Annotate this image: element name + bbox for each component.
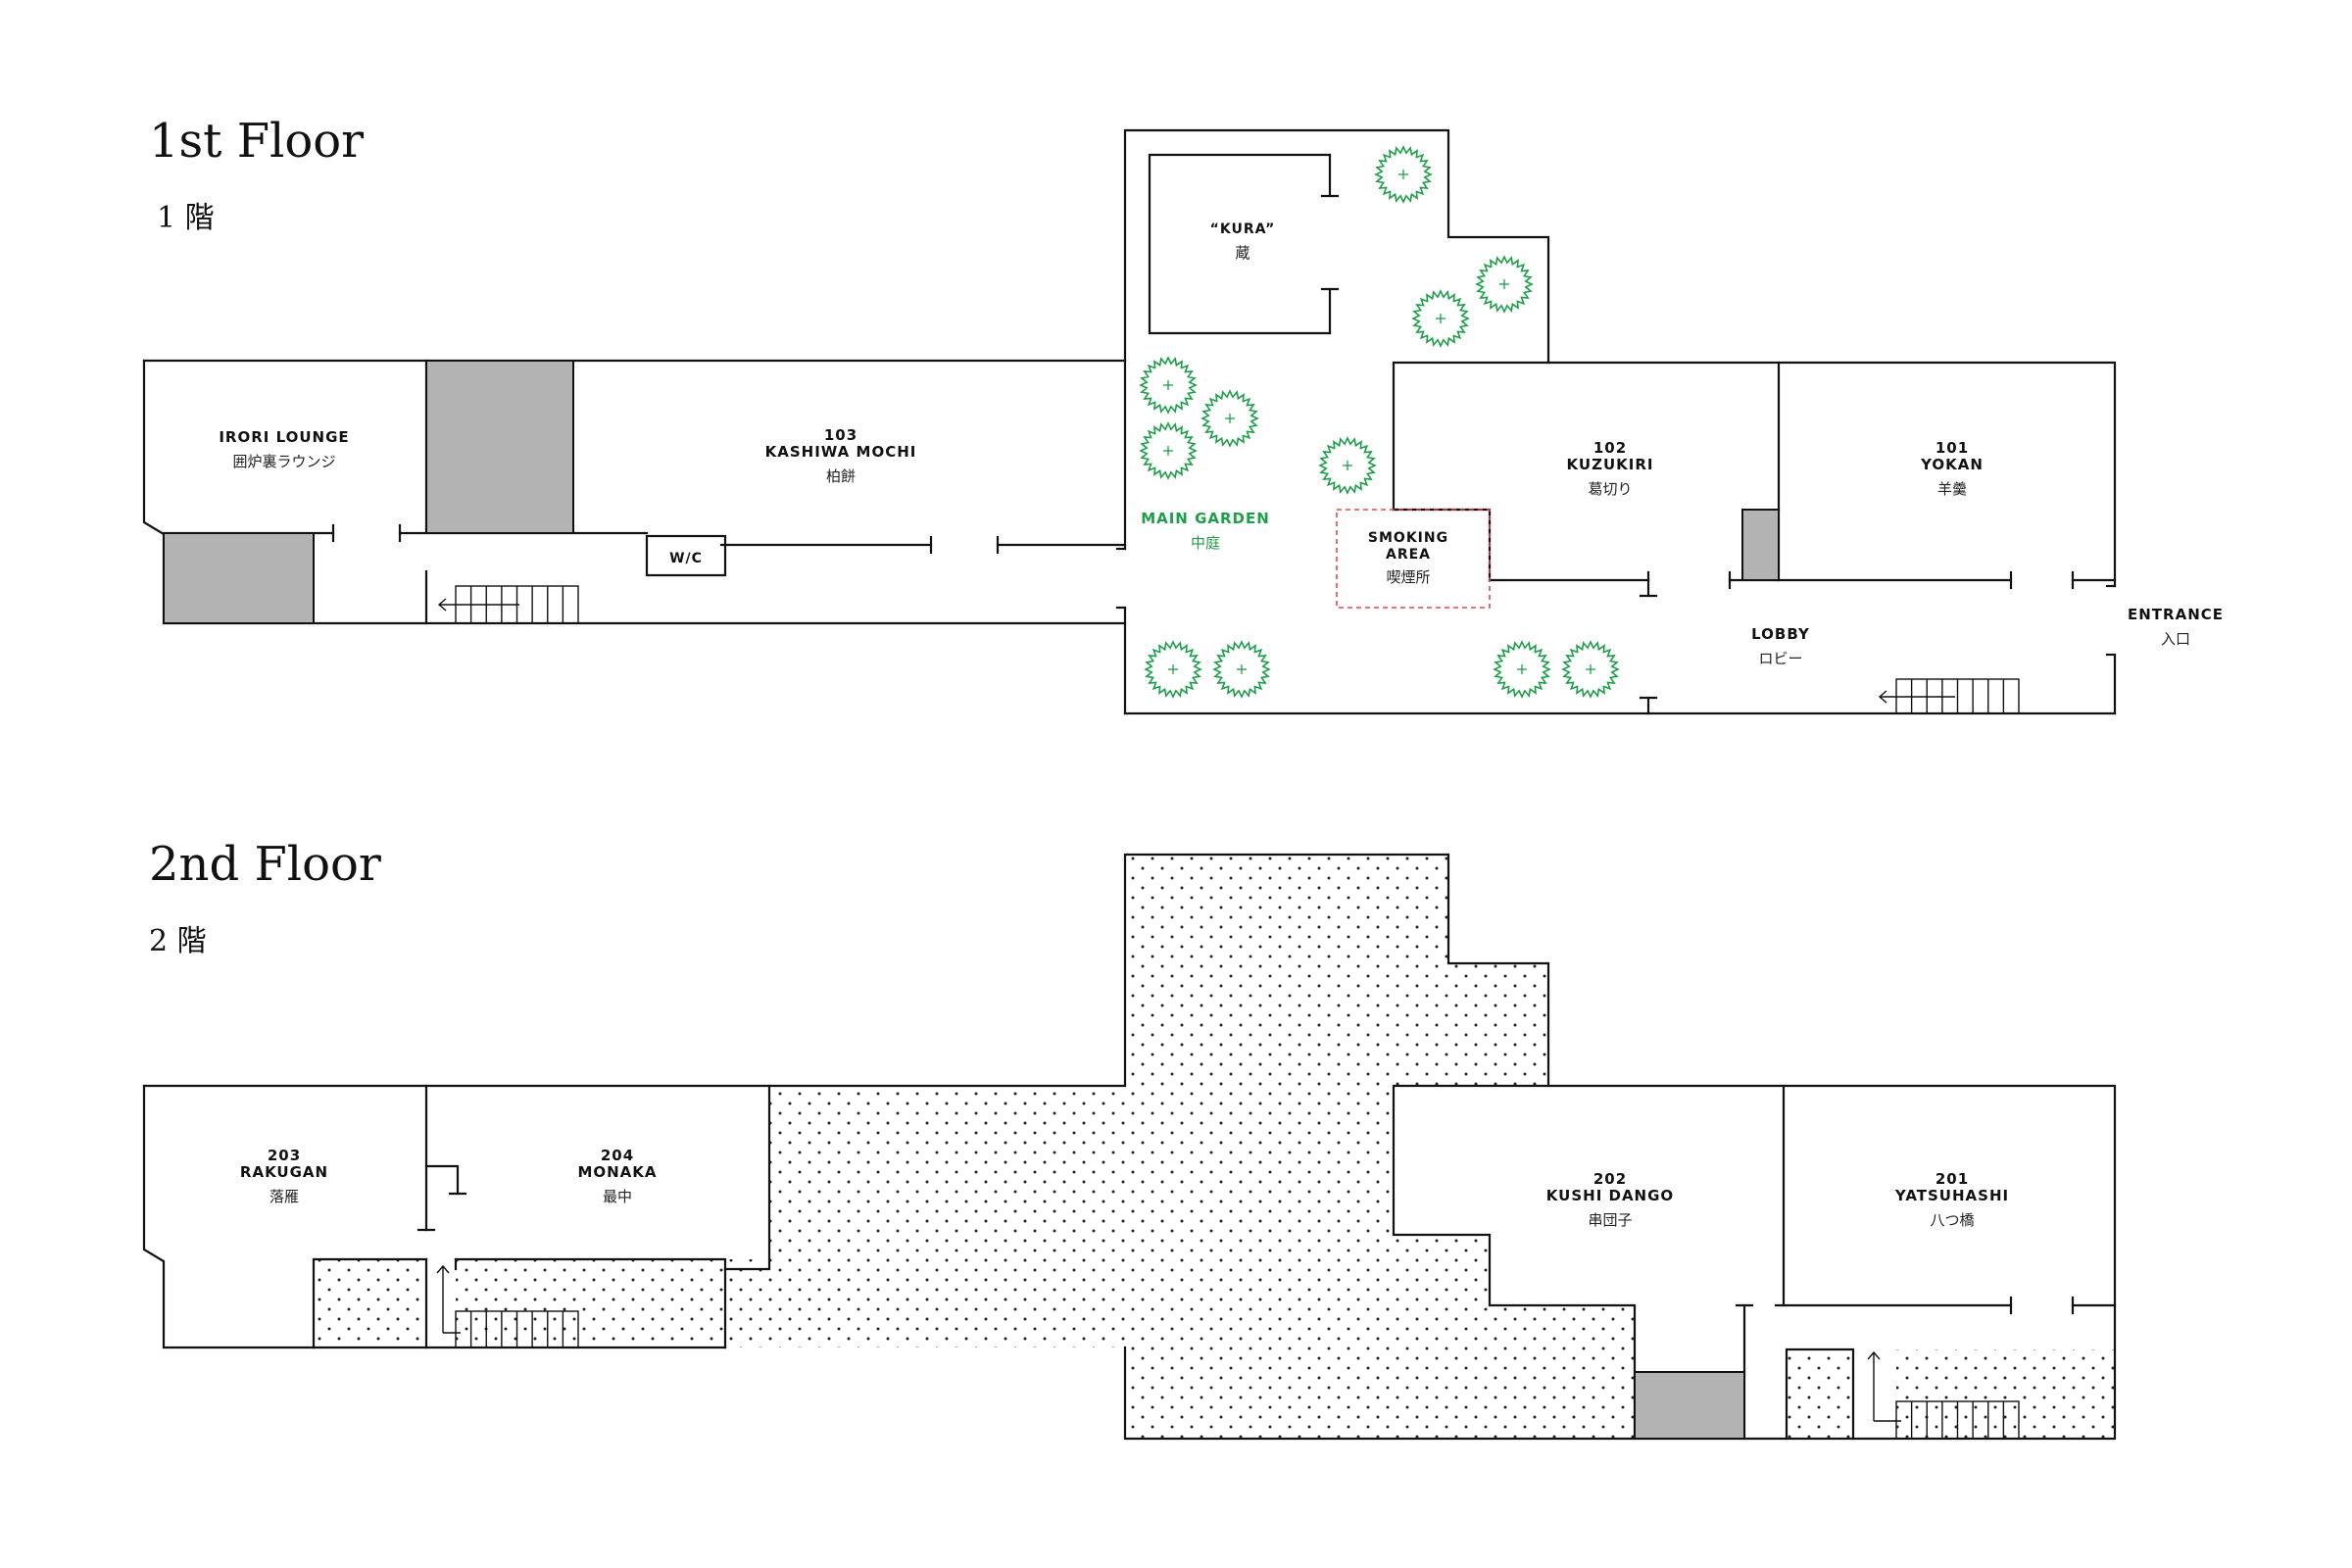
room-101-name: YOKAN <box>1920 456 1984 473</box>
room-102-number: 102 <box>1593 439 1627 457</box>
entrance-jp: 入口 <box>2161 630 2190 648</box>
room-201-jp: 八つ橋 <box>1930 1211 1974 1229</box>
floor2-labels: 203 RAKUGAN 落雁 204 MONAKA 最中 202 KUSHI D… <box>240 1147 2009 1229</box>
floor1-labels: IRORI LOUNGE 囲炉裏ラウンジ 103 KASHIWA MOCHI 柏… <box>219 221 2224 667</box>
room-101-number: 101 <box>1936 439 1969 457</box>
lobby-jp: ロビー <box>1758 650 1802 667</box>
floor2-walls <box>142 853 2117 1441</box>
garden-trees <box>1139 145 1620 699</box>
tree-icon <box>1200 389 1259 448</box>
floor2-open-areas <box>314 855 2115 1439</box>
room-203-name: RAKUGAN <box>240 1163 328 1181</box>
room-204-jp: 最中 <box>603 1188 632 1205</box>
smoking-label-line2: AREA <box>1386 547 1431 563</box>
wc-label: W/C <box>669 551 703 566</box>
tree-icon <box>1374 145 1433 204</box>
tree-icon <box>1139 356 1198 415</box>
lobby-label: LOBBY <box>1751 625 1810 643</box>
room-204-number: 204 <box>601 1147 634 1164</box>
room-203-number: 203 <box>268 1147 301 1164</box>
kura-label: “KURA” <box>1210 221 1276 237</box>
kura-jp: 蔵 <box>1235 244 1250 262</box>
tree-icon <box>1475 255 1534 314</box>
tree-icon <box>1411 289 1470 348</box>
smoking-jp: 喫煙所 <box>1386 568 1430 586</box>
room-201-number: 201 <box>1936 1170 1969 1188</box>
room-203-jp: 落雁 <box>270 1188 299 1205</box>
room-202-number: 202 <box>1593 1170 1627 1188</box>
irori-lounge-jp: 囲炉裏ラウンジ <box>232 453 335 470</box>
room-202-jp: 串団子 <box>1588 1211 1632 1229</box>
floor2-title: 2nd Floor <box>149 837 381 892</box>
entrance-label: ENTRANCE <box>2128 606 2224 623</box>
stair-arrow-icon <box>437 598 447 612</box>
stair-arrow-icon <box>436 1264 450 1274</box>
smoking-label-line1: SMOKING <box>1368 530 1448 546</box>
floor1-cores <box>163 360 1780 624</box>
service-core <box>163 532 315 624</box>
service-core <box>1634 1371 1745 1440</box>
room-201-name: YATSUHASHI <box>1894 1187 2009 1204</box>
irori-lounge-label: IRORI LOUNGE <box>219 428 349 446</box>
room-102-name: KUZUKIRI <box>1567 456 1654 473</box>
wc-room <box>645 534 727 577</box>
floor2-stair-east <box>1867 1350 2020 1440</box>
room-101-jp: 羊羹 <box>1937 480 1967 498</box>
floor1-stair-west <box>437 585 579 624</box>
service-core <box>425 360 574 534</box>
room-202-name: KUSHI DANGO <box>1546 1187 1674 1204</box>
tree-icon <box>1212 640 1271 699</box>
tree-icon <box>1318 436 1377 495</box>
stair-arrow-icon <box>1878 690 1887 704</box>
floor1-title: 1st Floor <box>149 114 364 169</box>
stair-arrow-icon <box>1867 1350 1881 1360</box>
floor2-subtitle: 2 階 <box>149 924 207 958</box>
main-garden-jp: 中庭 <box>1191 534 1220 552</box>
room-103-jp: 柏餅 <box>826 467 856 485</box>
room-204-name: MONAKA <box>577 1163 657 1181</box>
tree-icon <box>1144 640 1202 699</box>
main-garden-label: MAIN GARDEN <box>1141 510 1270 527</box>
tree-icon <box>1139 421 1198 480</box>
floor1-stair-east <box>1878 678 2020 714</box>
room-102-jp: 葛切り <box>1588 480 1632 498</box>
tree-icon <box>1493 640 1551 699</box>
service-core <box>1741 509 1780 581</box>
floor1-subtitle: 1 階 <box>157 201 215 235</box>
smoking-area-boundary <box>1336 509 1491 609</box>
floor2-stair-west <box>436 1264 579 1348</box>
room-103-number: 103 <box>824 426 858 444</box>
room-103-name: KASHIWA MOCHI <box>765 443 917 461</box>
tree-icon <box>1561 640 1620 699</box>
